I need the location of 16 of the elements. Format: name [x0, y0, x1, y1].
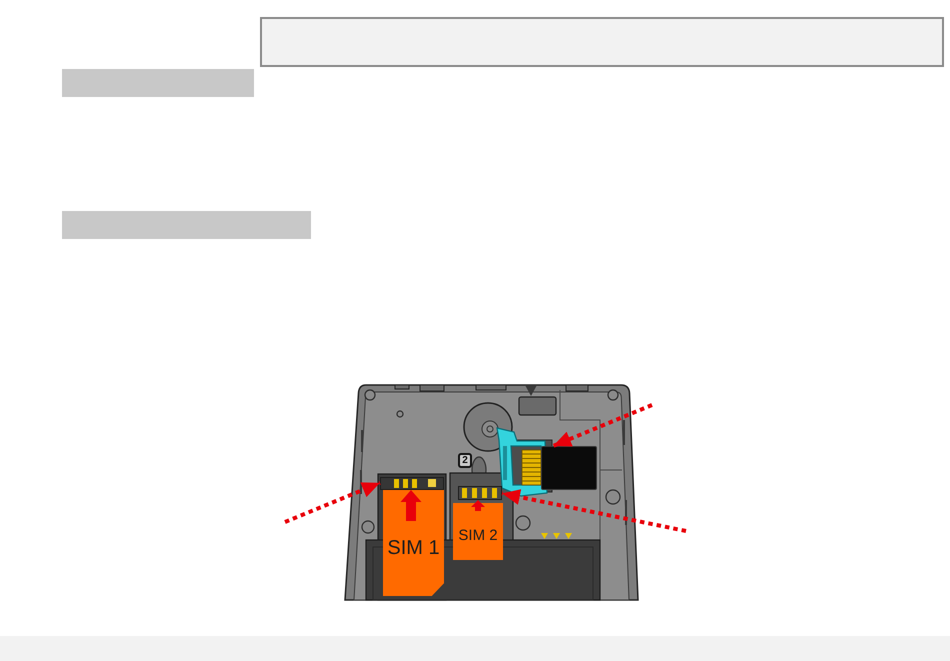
sim-slot-contacts [458, 486, 502, 500]
sim-card [383, 490, 444, 596]
block-arrow [471, 500, 485, 511]
slot-number: 2 [458, 453, 472, 468]
memory-card [541, 446, 597, 490]
heading-bar [62, 211, 311, 239]
card-label: SIM 1 [387, 538, 440, 558]
sim-slot-contacts [380, 477, 444, 490]
card-label: SIM 2 [458, 528, 498, 543]
heading-bar [62, 69, 254, 97]
sim-card [453, 503, 503, 560]
dotted-arrow [502, 488, 686, 533]
dotted-arrow [552, 403, 653, 448]
dotted-arrow [284, 481, 381, 524]
block-arrow [400, 490, 422, 521]
title-box [260, 17, 944, 67]
